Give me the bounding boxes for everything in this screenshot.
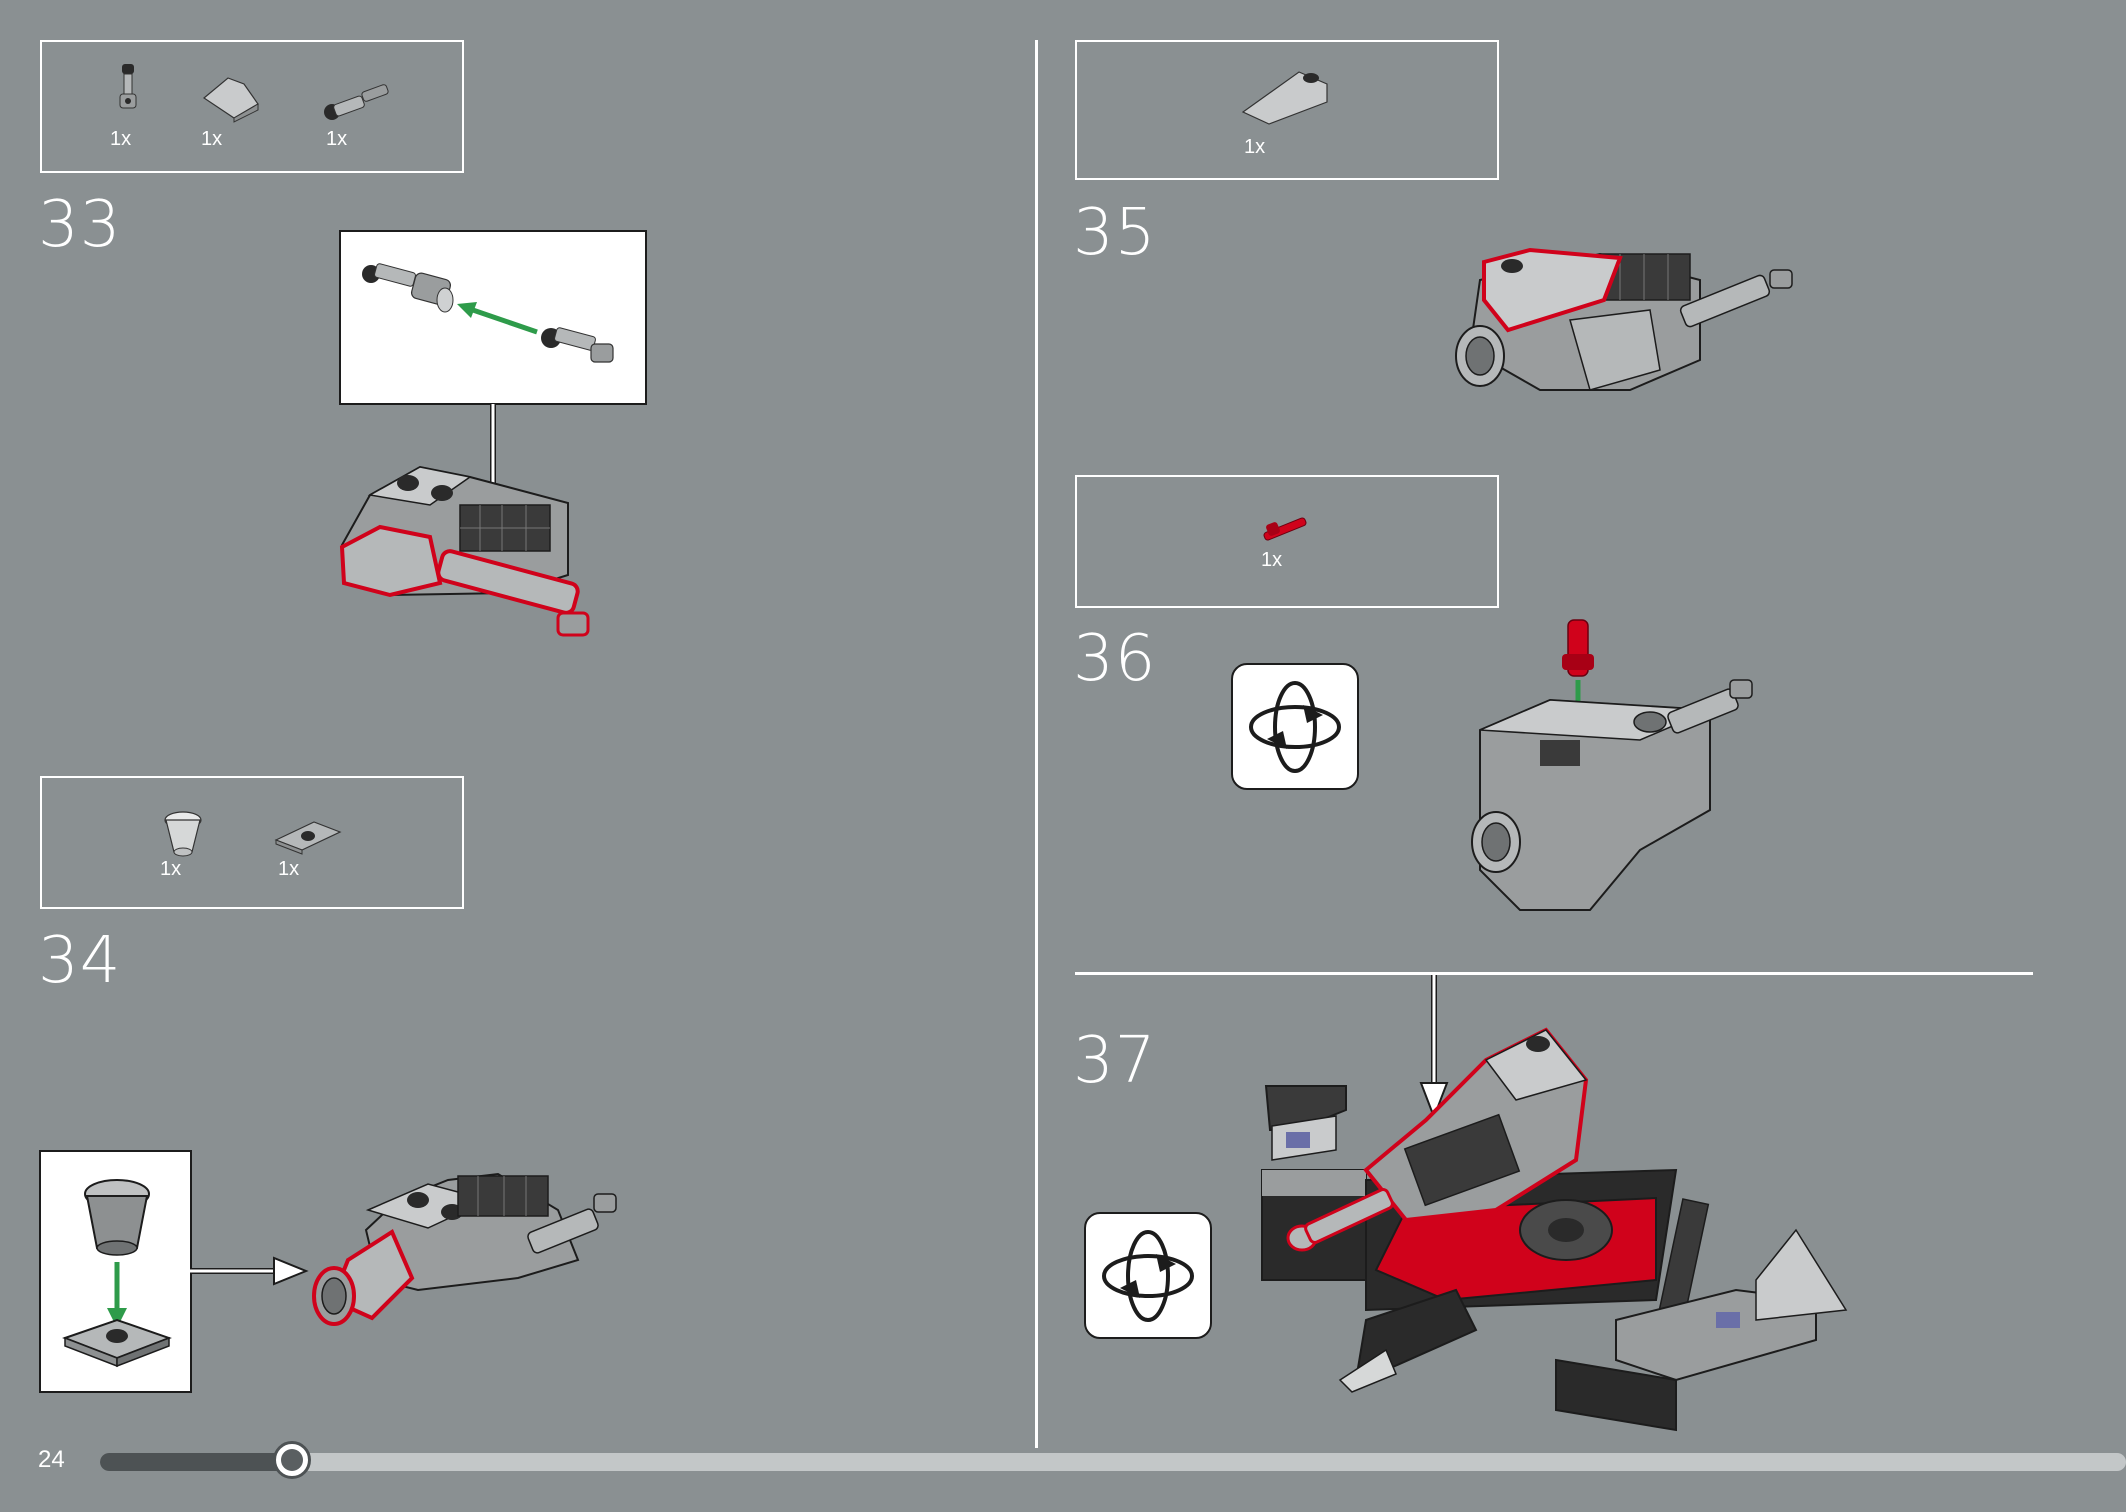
round-cone-part-icon bbox=[164, 811, 202, 857]
part-qty: 1x bbox=[1244, 136, 1266, 158]
part-qty: 1x bbox=[1261, 549, 1283, 571]
page-number: 24 bbox=[38, 1446, 65, 1473]
step-number-34: 34 bbox=[38, 924, 122, 998]
model-step-37-illustration bbox=[1261, 1027, 1848, 1432]
bar-with-clip-part-icon bbox=[119, 64, 137, 109]
rotate-model-icon bbox=[1084, 1212, 1212, 1339]
red-pin-part-icon bbox=[1263, 517, 1307, 541]
parts-list-step-36: 1x bbox=[1075, 475, 1499, 608]
step-number-35: 35 bbox=[1073, 196, 1157, 270]
sub-assembly-callout-33 bbox=[339, 230, 647, 405]
bar-assembly-illustration bbox=[362, 263, 614, 363]
model-step-35-illustration bbox=[1455, 247, 1793, 391]
bar-holder-part-icon bbox=[324, 84, 389, 120]
step-number-37: 37 bbox=[1073, 1024, 1157, 1098]
slope-with-stud-part-icon bbox=[1241, 71, 1328, 125]
page-divider bbox=[1035, 40, 1038, 1448]
model-step-36-illustration bbox=[1471, 619, 1753, 911]
cone-on-plate-illustration bbox=[62, 1179, 172, 1368]
parts-list-step-33: 1x 1x 1x bbox=[40, 40, 464, 173]
progress-bar[interactable] bbox=[100, 1441, 2126, 1479]
step-divider bbox=[1075, 972, 2033, 975]
assembly-arrow bbox=[1419, 975, 1449, 1120]
part-qty: 1x bbox=[278, 858, 300, 880]
progress-handle[interactable] bbox=[273, 1441, 311, 1479]
slope-brick-part-icon bbox=[202, 77, 259, 123]
rotate-model-icon bbox=[1231, 663, 1359, 790]
part-qty: 1x bbox=[160, 858, 182, 880]
sub-assembly-callout-34 bbox=[39, 1150, 192, 1393]
model-step-34-illustration bbox=[312, 1172, 617, 1326]
parts-list-step-34: 1x 1x bbox=[40, 776, 464, 909]
progress-fill bbox=[100, 1453, 292, 1471]
part-qty: 1x bbox=[110, 128, 132, 150]
jumper-plate-part-icon bbox=[274, 821, 342, 855]
step-number-33: 33 bbox=[38, 188, 122, 262]
model-step-33-illustration bbox=[339, 465, 590, 637]
part-qty: 1x bbox=[326, 128, 348, 150]
step-number-36: 36 bbox=[1073, 622, 1157, 696]
assembly-arrow bbox=[190, 1256, 309, 1286]
part-qty: 1x bbox=[201, 128, 223, 150]
parts-list-step-35: 1x bbox=[1075, 40, 1499, 180]
